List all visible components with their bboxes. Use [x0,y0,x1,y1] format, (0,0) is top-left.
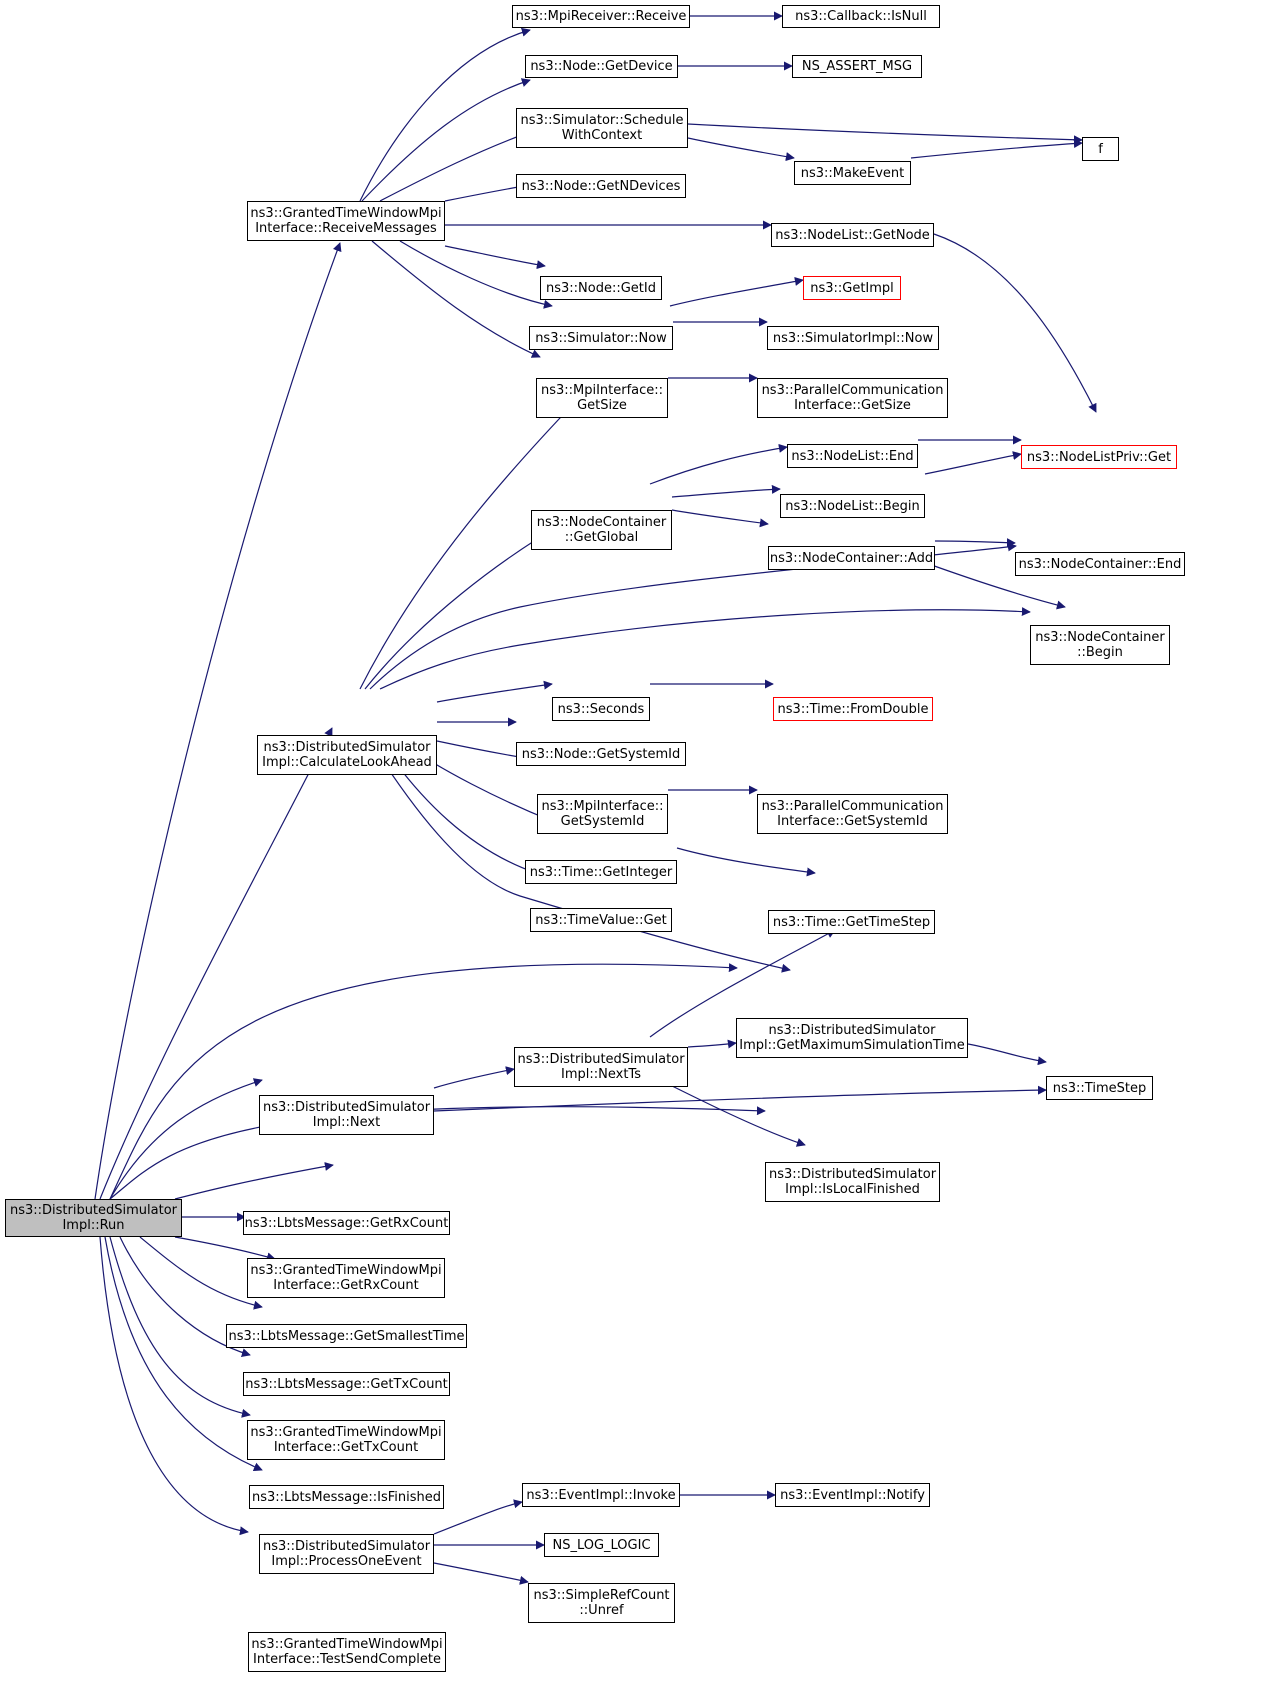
edge-cla-getmaxsimtime [369,740,791,973]
node-gtw-gettxcount[interactable]: ns3::GrantedTimeWindowMpi Interface::Get… [247,1420,445,1460]
edge-nodelistbegin-priv [924,451,1022,475]
edge-cla-seconds [436,680,553,703]
node-getimpl[interactable]: ns3::GetImpl [803,276,901,300]
edge-getglobal-nodelistbegin [671,484,781,498]
node-lbts-getsmallesttime[interactable]: ns3::LbtsMessage::GetSmallestTime [226,1324,467,1348]
edge-getnode-nodelistpriv [933,233,1097,413]
edge-run-next [109,1078,263,1200]
edge-run-testsendcomplete [99,1236,249,1536]
node-callback-isnull[interactable]: ns3::Callback::IsNull [782,5,940,28]
node-receive-messages[interactable]: ns3::GrantedTimeWindowMpi Interface::Rec… [247,201,445,241]
node-seconds[interactable]: ns3::Seconds [552,697,650,721]
node-time-getinteger[interactable]: ns3::Time::GetInteger [525,860,677,884]
edge-timegetinteger-gettimestep [676,847,816,877]
edge-makeevent-f [910,139,1083,159]
node-pci-getsystemid[interactable]: ns3::ParallelCommunication Interface::Ge… [757,794,948,834]
edge-cla-mpigetsize [359,398,579,690]
node-calculate-lookahead[interactable]: ns3::DistributedSimulator Impl::Calculat… [257,735,437,775]
node-nodelistpriv-get[interactable]: ns3::NodeListPriv::Get [1021,445,1177,469]
edge-run-processoneevent [104,1236,263,1472]
node-nodelist-getnode[interactable]: ns3::NodeList::GetNode [771,223,934,247]
edge-rm-getdevice [361,78,531,202]
node-f[interactable]: f [1082,137,1119,161]
node-node-getsystemid[interactable]: ns3::Node::GetSystemId [516,742,686,766]
edge-simnow-getimpl [669,277,804,307]
edge-run-receivemessages [94,242,342,1200]
edge-run-lbtsgetrxcount [174,1162,334,1200]
edge-rm-getid [444,245,546,270]
edge-run-islocalfinished [109,1106,766,1200]
edge-schedulectx-makeevent [687,137,795,162]
node-mpiinterface-getsize[interactable]: ns3::MpiInterface:: GetSize [536,378,668,418]
node-is-local-finished[interactable]: ns3::DistributedSimulator Impl::IsLocalF… [765,1162,940,1202]
node-process-one-event[interactable]: ns3::DistributedSimulator Impl::ProcessO… [259,1534,434,1574]
node-nodelist-end[interactable]: ns3::NodeList::End [787,444,918,468]
edge-run-getmaxsimtime [109,963,738,1200]
node-timevalue-get[interactable]: ns3::TimeValue::Get [530,908,672,932]
edge-run-lbtsisfinished [109,1236,251,1418]
node-simplerefcount-unref[interactable]: ns3::SimpleRefCount ::Unref [528,1583,675,1623]
edge-poe-invoke [433,1499,523,1535]
node-ns-assert-msg[interactable]: NS_ASSERT_MSG [792,55,922,78]
edge-schedulectx-f [687,123,1083,145]
edge-getglobal-ncadd [671,509,769,528]
edge-cla-ncbegin [379,607,1031,690]
edge-poe-unref [433,1562,529,1585]
edge-next-timestep [433,1085,1047,1112]
node-node-getdevice[interactable]: ns3::Node::GetDevice [525,55,678,78]
node-gtw-testsendcomplete[interactable]: ns3::GrantedTimeWindowMpi Interface::Tes… [248,1632,446,1672]
node-next[interactable]: ns3::DistributedSimulator Impl::Next [259,1095,434,1135]
node-nodelist-begin[interactable]: ns3::NodeList::Begin [780,494,925,518]
edge-run-lbtsgettxcount [139,1236,263,1310]
node-nodecontainer-end[interactable]: ns3::NodeContainer::End [1015,552,1185,576]
node-lbts-gettxcount[interactable]: ns3::LbtsMessage::GetTxCount [243,1372,450,1396]
node-mpiinterface-getsystemid[interactable]: ns3::MpiInterface:: GetSystemId [537,794,668,834]
node-nodecontainer-add[interactable]: ns3::NodeContainer::Add [768,546,935,570]
node-lbts-isfinished[interactable]: ns3::LbtsMessage::IsFinished [249,1485,444,1509]
edge-getglobal-nodelistend [649,443,788,485]
edge-rm-simnow [399,240,553,309]
edge-rm-schedulectx [379,130,531,202]
edge-run-calclookahead [99,727,333,1200]
node-pci-getsize[interactable]: ns3::ParallelCommunication Interface::Ge… [757,378,948,418]
node-gtw-getrxcount[interactable]: ns3::GrantedTimeWindowMpi Interface::Get… [247,1258,445,1298]
node-node-getid[interactable]: ns3::Node::GetId [540,276,662,300]
edge-getmax-timestep [967,1043,1047,1066]
edge-nextts-gettimestep [649,929,836,1038]
node-run[interactable]: ns3::DistributedSimulator Impl::Run [5,1199,182,1237]
node-eventimpl-notify[interactable]: ns3::EventImpl::Notify [775,1483,930,1507]
edge-rm-mpireceive [359,27,531,202]
node-time-gettimestep[interactable]: ns3::Time::GetTimeStep [768,910,935,934]
node-make-event[interactable]: ns3::MakeEvent [794,161,911,185]
edge-ncadd-ncend [934,538,1016,548]
node-node-getndevices[interactable]: ns3::Node::GetNDevices [516,174,686,198]
node-nodecontainer-begin[interactable]: ns3::NodeContainer ::Begin [1030,625,1170,665]
node-nodecontainer-getglobal[interactable]: ns3::NodeContainer ::GetGlobal [531,510,672,550]
edge-run-gtwgettxcount [119,1236,251,1357]
node-lbts-getrxcount[interactable]: ns3::LbtsMessage::GetRxCount [243,1211,450,1235]
node-timestep[interactable]: ns3::TimeStep [1046,1076,1153,1100]
node-simulatorimpl-now[interactable]: ns3::SimulatorImpl::Now [767,326,939,350]
edge-nextts-getmax [687,1039,737,1049]
edge-run-lbtsgetsmallest [174,1236,276,1262]
node-next-ts[interactable]: ns3::DistributedSimulator Impl::NextTs [514,1047,688,1087]
node-eventimpl-invoke[interactable]: ns3::EventImpl::Invoke [522,1483,680,1507]
edge-next-nextts [433,1066,515,1089]
node-time-fromdouble[interactable]: ns3::Time::FromDouble [773,697,933,721]
edge-rm-mpigetsize [371,240,541,358]
node-simulator-now[interactable]: ns3::Simulator::Now [529,326,673,350]
node-mpi-receiver-receive[interactable]: ns3::MpiReceiver::Receive [512,5,690,28]
node-ns-log-logic[interactable]: NS_LOG_LOGIC [544,1533,659,1557]
node-get-max-sim-time[interactable]: ns3::DistributedSimulator Impl::GetMaxim… [736,1018,968,1058]
node-schedule-with-context[interactable]: ns3::Simulator::Schedule WithContext [516,108,688,148]
